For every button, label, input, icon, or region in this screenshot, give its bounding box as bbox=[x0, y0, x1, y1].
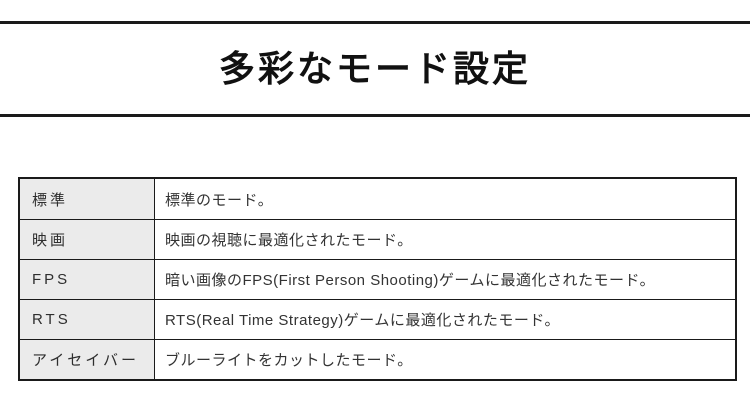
table-row-fps: FPS 暗い画像のFPS(First Person Shooting)ゲームに最… bbox=[20, 259, 735, 299]
mode-name-cell: アイセイバー bbox=[20, 340, 154, 379]
mode-settings-table: 標準 標準のモード。 映画 映画の視聴に最適化されたモード。 FPS 暗い画像の… bbox=[18, 177, 737, 381]
mode-name-cell: 映画 bbox=[20, 220, 154, 259]
mode-description-cell: 標準のモード。 bbox=[154, 179, 735, 219]
mode-description-cell: ブルーライトをカットしたモード。 bbox=[154, 340, 735, 379]
mode-name-cell: 標準 bbox=[20, 179, 154, 219]
header-band: 多彩なモード設定 bbox=[0, 24, 750, 114]
mode-description-cell: RTS(Real Time Strategy)ゲームに最適化されたモード。 bbox=[154, 300, 735, 339]
mode-name-cell: FPS bbox=[20, 260, 154, 299]
mode-name-cell: RTS bbox=[20, 300, 154, 339]
table-row-rts: RTS RTS(Real Time Strategy)ゲームに最適化されたモード… bbox=[20, 299, 735, 339]
title-underline-rule bbox=[0, 114, 750, 117]
mode-description-cell: 映画の視聴に最適化されたモード。 bbox=[154, 220, 735, 259]
top-divider-rule bbox=[0, 21, 750, 24]
table-row-eyesaver: アイセイバー ブルーライトをカットしたモード。 bbox=[20, 339, 735, 379]
table-row-movie: 映画 映画の視聴に最適化されたモード。 bbox=[20, 219, 735, 259]
mode-description-cell: 暗い画像のFPS(First Person Shooting)ゲームに最適化され… bbox=[154, 260, 735, 299]
table-row-standard: 標準 標準のモード。 bbox=[20, 179, 735, 219]
page-title: 多彩なモード設定 bbox=[218, 48, 531, 89]
